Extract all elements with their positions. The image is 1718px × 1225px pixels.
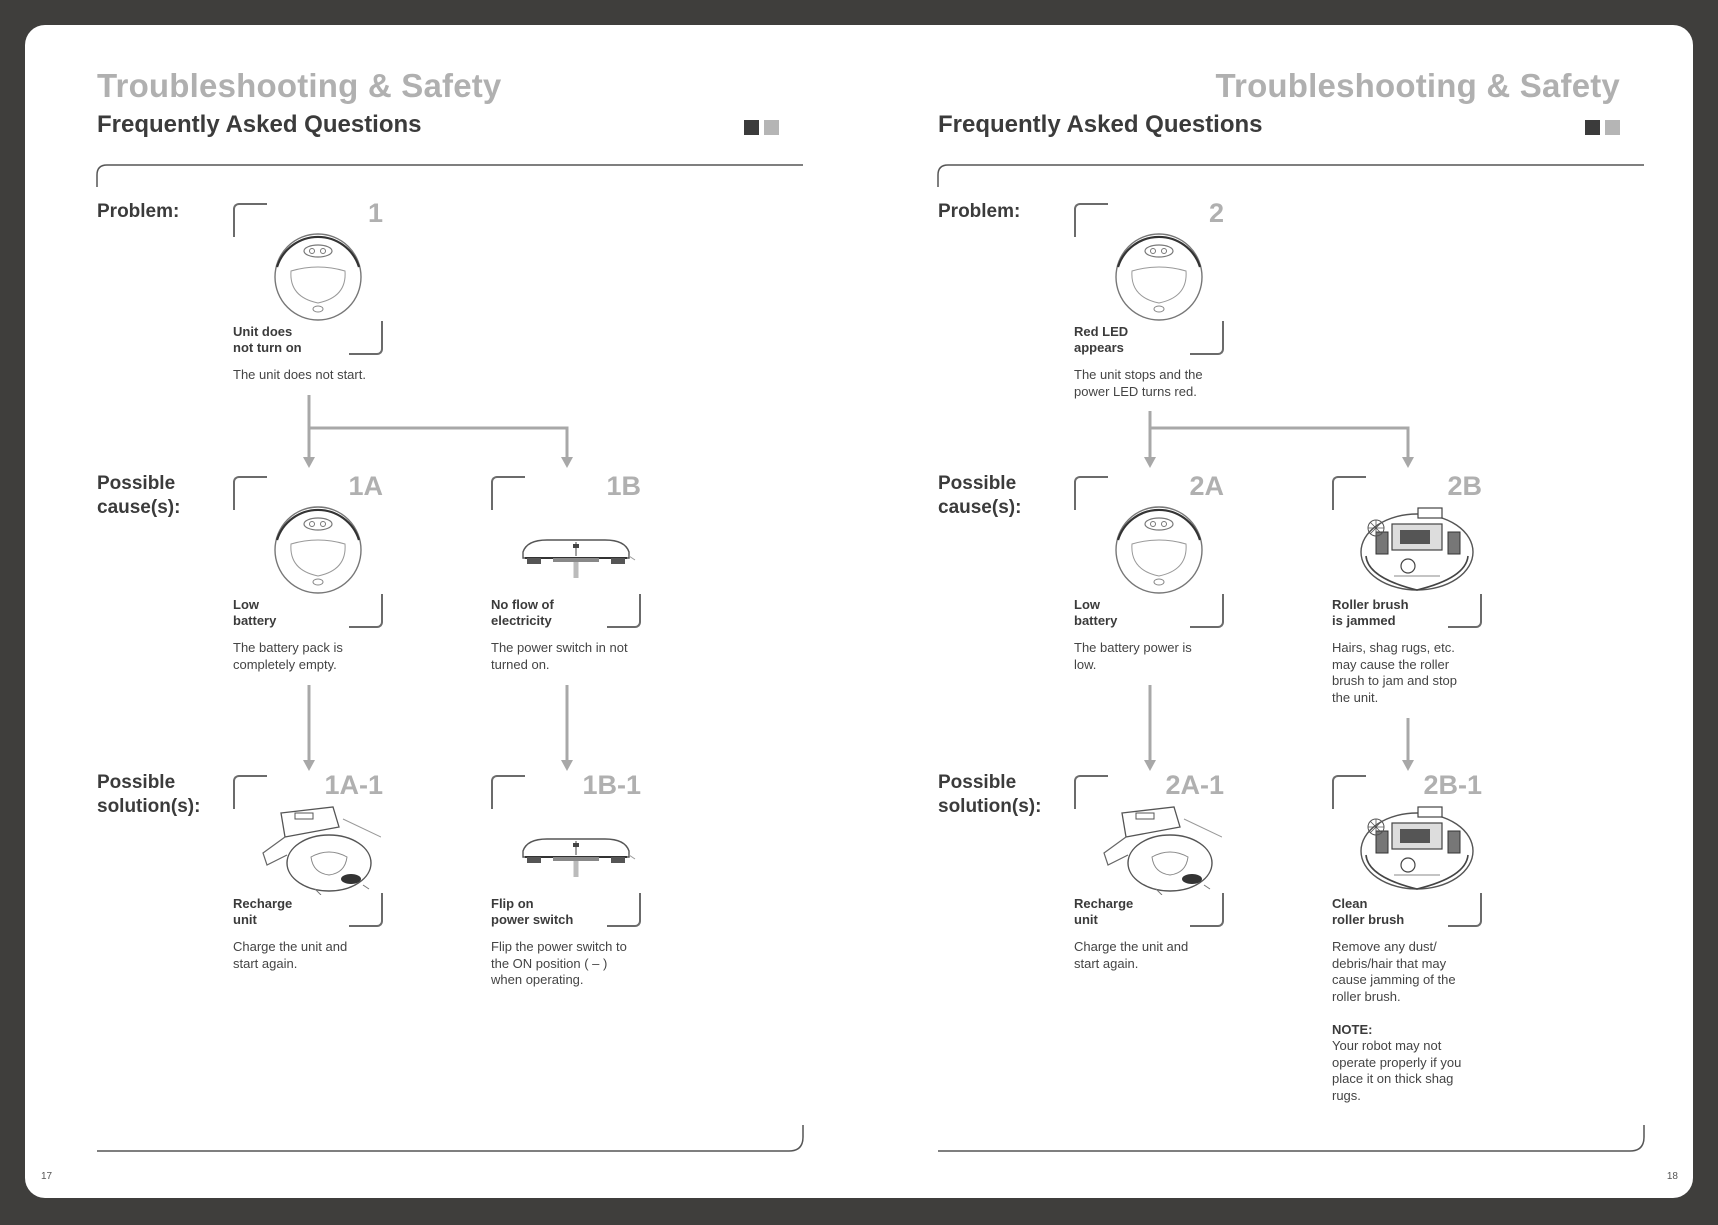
problem-caption: Red LED appears	[1074, 324, 1129, 355]
card-corner	[233, 203, 267, 237]
card-corner	[349, 594, 383, 628]
card-corner	[1074, 476, 1108, 510]
robot-underside-icon	[1354, 498, 1480, 596]
robot-docking-icon	[1096, 797, 1222, 895]
cause-description: The power switch in not turned on.	[491, 640, 628, 672]
robot-docking-icon	[255, 797, 381, 895]
card-corner	[491, 775, 525, 809]
page-title: Troubleshooting & Safety	[97, 67, 502, 104]
page-18: Troubleshooting & Safety Frequently Aske…	[866, 25, 1693, 1198]
page-number: 17	[41, 1171, 53, 1182]
solution-description: Charge the unit and start again.	[1074, 939, 1189, 971]
cause-code: 2A	[1189, 471, 1224, 501]
card-corner	[1074, 775, 1108, 809]
page-title: Troubleshooting & Safety	[1215, 67, 1620, 104]
problem-description: The unit stops and the power LED turns r…	[1074, 367, 1203, 399]
robot-side-view-icon	[513, 498, 639, 596]
card-corner	[1332, 476, 1366, 510]
solution-description: Remove any dust/ debris/hair that may ca…	[1332, 939, 1456, 1004]
solution-code: 1B-1	[582, 770, 641, 800]
section-marker-light	[764, 120, 779, 135]
page-number: 18	[1666, 1171, 1678, 1182]
section-marker-light	[1605, 120, 1620, 135]
card-corner	[349, 321, 383, 355]
row-label-problem: Problem:	[938, 201, 1021, 222]
header-rule	[96, 164, 803, 187]
robot-top-view-icon	[255, 225, 381, 323]
problem-description: The unit does not start.	[233, 367, 366, 382]
section-marker-dark	[1585, 120, 1600, 135]
solution-code: 1A-1	[324, 770, 383, 800]
card-corner	[1190, 594, 1224, 628]
cause-code: 1B	[606, 471, 641, 501]
solution-description: Charge the unit and start again.	[233, 939, 348, 971]
cause-code: 2B	[1447, 471, 1482, 501]
cause-description: Hairs, shag rugs, etc. may cause the rol…	[1332, 640, 1458, 705]
problem-code: 1	[367, 198, 383, 228]
solution-caption: Flip on power switch	[491, 896, 574, 927]
cause-card: 2B Roller brush is jammed	[1332, 471, 1482, 628]
robot-top-view-icon	[1096, 498, 1222, 596]
booklet-spread: Troubleshooting & Safety Frequently Aske…	[25, 25, 1693, 1198]
card-corner	[233, 775, 267, 809]
solution-description: Flip the power switch to the ON position…	[491, 939, 627, 987]
section-marker-dark	[744, 120, 759, 135]
robot-top-view-icon	[255, 498, 381, 596]
section-subtitle: Frequently Asked Questions	[97, 111, 422, 138]
card-corner	[607, 893, 641, 927]
footer-rule	[938, 1125, 1645, 1152]
problem-card: 2 Red LED appears	[1074, 198, 1224, 355]
solution-caption: Recharge unit	[233, 896, 293, 927]
card-corner	[1448, 594, 1482, 628]
cause-caption: No flow of electricity	[491, 597, 554, 628]
robot-side-view-icon	[513, 797, 639, 895]
solution-card: 2A-1 Recharge unit	[1074, 770, 1224, 927]
page-17: Troubleshooting & Safety Frequently Aske…	[25, 25, 859, 1198]
cause-card: 1A Low battery	[233, 471, 383, 628]
cause-caption: Low battery	[233, 597, 277, 628]
card-corner	[1448, 893, 1482, 927]
card-corner	[1190, 321, 1224, 355]
solution-card: 1A-1 Recharge unit	[233, 770, 383, 927]
card-corner	[491, 476, 525, 510]
row-label-causes: Possible cause(s):	[97, 473, 181, 518]
row-label-problem: Problem:	[97, 201, 180, 222]
footer-rule	[97, 1125, 804, 1152]
robot-underside-icon	[1354, 797, 1480, 895]
header-rule	[937, 164, 1644, 187]
problem-caption: Unit does not turn on	[233, 324, 302, 355]
section-subtitle: Frequently Asked Questions	[938, 111, 1263, 138]
card-corner	[1332, 775, 1366, 809]
flow-arrows	[1144, 411, 1414, 771]
flow-arrows	[303, 395, 573, 771]
row-label-solutions: Possible solution(s):	[938, 772, 1042, 817]
row-label-solutions: Possible solution(s):	[97, 772, 201, 817]
solution-card: 2B-1 Clean roller brush	[1332, 770, 1482, 927]
card-corner	[349, 893, 383, 927]
solution-code: 2A-1	[1165, 770, 1224, 800]
cause-card: 2A Low battery	[1074, 471, 1224, 628]
problem-card: 1 Unit does not turn on	[233, 198, 383, 355]
robot-top-view-icon	[1096, 225, 1222, 323]
cause-caption: Roller brush is jammed	[1332, 597, 1409, 628]
cause-caption: Low battery	[1074, 597, 1118, 628]
card-corner	[1074, 203, 1108, 237]
cause-description: The battery power is low.	[1074, 640, 1192, 672]
solution-caption: Recharge unit	[1074, 896, 1134, 927]
card-corner	[607, 594, 641, 628]
card-corner	[1190, 893, 1224, 927]
solution-card: 1B-1 Flip on power switch	[491, 770, 641, 927]
row-label-causes: Possible cause(s):	[938, 473, 1022, 518]
note-text: Your robot may not operate properly if y…	[1332, 1038, 1462, 1103]
solution-caption: Clean roller brush	[1332, 896, 1405, 927]
note-heading: NOTE:	[1332, 1022, 1373, 1037]
cause-card: 1B No flow of electricity	[491, 471, 641, 628]
solution-code: 2B-1	[1423, 770, 1482, 800]
problem-code: 2	[1208, 198, 1224, 228]
cause-code: 1A	[348, 471, 383, 501]
card-corner	[233, 476, 267, 510]
cause-description: The battery pack is completely empty.	[233, 640, 343, 672]
